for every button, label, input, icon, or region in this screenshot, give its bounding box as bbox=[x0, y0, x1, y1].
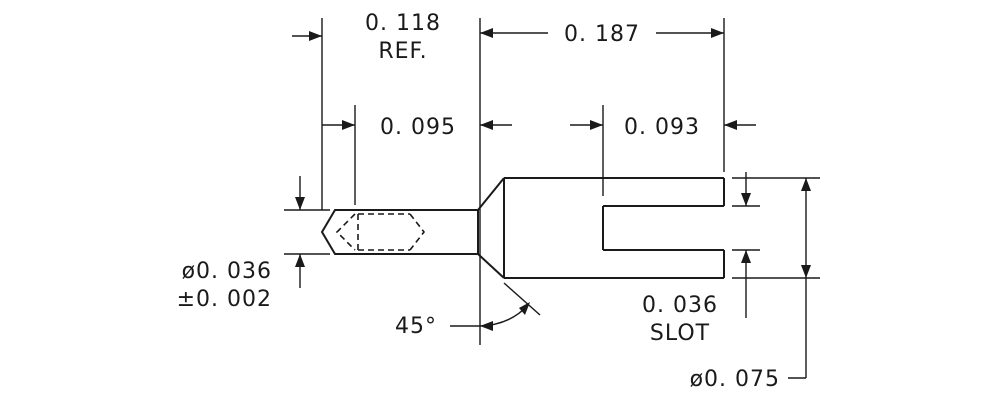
dim-overall-length-value: 0. 118 bbox=[365, 11, 441, 36]
dim-slot-note: SLOT bbox=[650, 321, 710, 346]
dim-pin-diameter-value: ø0. 036 bbox=[182, 259, 272, 284]
dimension-body-length: 0. 187 bbox=[480, 22, 724, 47]
dim-tip-length-value: 0. 095 bbox=[380, 115, 456, 140]
dim-body-diameter-value: ø0. 075 bbox=[690, 367, 780, 392]
pin-tip bbox=[320, 209, 355, 255]
dimension-overall-length: 0. 118 REF. bbox=[292, 11, 441, 64]
shoulder-top bbox=[477, 177, 505, 211]
dimension-body-diameter: ø0. 075 bbox=[690, 178, 811, 392]
dim-overall-length-note: REF. bbox=[378, 39, 427, 64]
dimension-pin-diameter: ø0. 036 ±0. 002 bbox=[177, 176, 305, 312]
part-outline bbox=[320, 177, 725, 279]
dim-body-length-value: 0. 187 bbox=[564, 22, 640, 47]
dim-slot-width-value: 0. 036 bbox=[642, 293, 718, 318]
hidden-hole bbox=[335, 213, 426, 251]
dim-angle-value: 45° bbox=[395, 314, 437, 339]
shoulder-bottom bbox=[477, 253, 505, 279]
dim-pin-tolerance-value: ±0. 002 bbox=[177, 287, 272, 312]
dimension-slot-depth: 0. 093 bbox=[570, 115, 756, 140]
dimension-angle: 45° bbox=[395, 302, 530, 339]
dimension-tip-length: 0. 095 bbox=[322, 115, 512, 140]
dimension-slot-width: 0. 036 SLOT bbox=[642, 172, 751, 346]
dim-slot-depth-value: 0. 093 bbox=[624, 115, 700, 140]
extension-lines bbox=[284, 18, 820, 345]
